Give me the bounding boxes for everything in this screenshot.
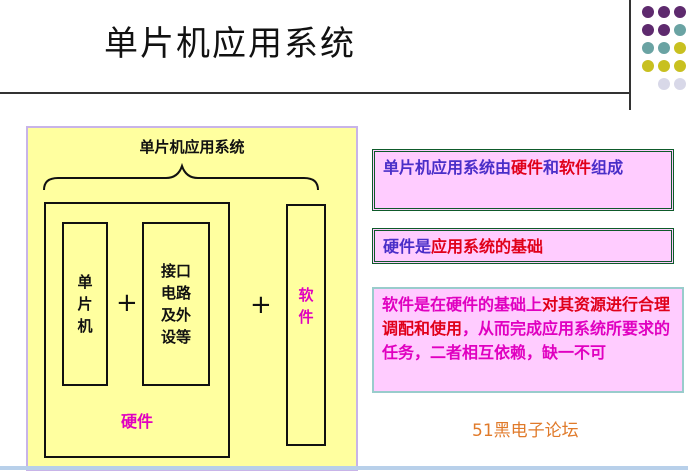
watermark: 51黑电子论坛 — [472, 421, 579, 441]
title-underline — [0, 92, 630, 94]
dot — [658, 42, 670, 54]
software-box: 软 件 — [286, 204, 326, 446]
note-text: 组成 — [591, 158, 624, 177]
plus-sign: + — [250, 290, 272, 320]
mcu-label: 单 片 机 — [77, 271, 92, 337]
note-text: 单片机应用系统由 — [383, 158, 512, 177]
dot — [658, 60, 670, 72]
interface-line: 电路 — [160, 284, 191, 302]
interface-line: 及外 — [160, 306, 191, 324]
note-text: 是 — [415, 237, 432, 256]
interface-line: 接口 — [160, 262, 191, 280]
dot — [674, 42, 686, 54]
note-text: ，从而完成应用系统所要求的任务，二者相互依赖，缺一不可 — [382, 319, 671, 362]
note-hardware: 硬件是应用系统的基础 — [372, 228, 674, 264]
dot — [642, 60, 654, 72]
slide-title: 单片机应用系统 — [104, 24, 356, 64]
dot — [642, 6, 654, 18]
dot — [642, 42, 654, 54]
header-divider — [629, 0, 631, 110]
note-highlight: 进行合理调配和使用 — [382, 295, 671, 338]
note-text: 硬件 — [383, 237, 416, 256]
note-highlight: 硬件 — [511, 158, 544, 177]
note-highlight: 软件 — [559, 158, 592, 177]
software-label: 软 件 — [288, 284, 324, 328]
note-software: 软件是在硬件的基础上对其资源进行合理调配和使用，从而完成应用系统所要求的任务，二… — [372, 287, 684, 393]
dot — [674, 78, 686, 90]
interface-label: 接口 电路 及外 设等 — [161, 260, 191, 348]
brace-icon — [43, 162, 319, 191]
dot — [658, 24, 670, 36]
note-highlight: 对其资源 — [542, 295, 607, 314]
system-panel: 单片机应用系统 单 片 机 + 接口 电路 及外 设等 硬件 + 软 件 — [26, 126, 358, 471]
decorative-dots — [640, 4, 688, 90]
software-char: 软 — [298, 286, 314, 304]
mcu-box: 单 片 机 — [62, 222, 108, 386]
hardware-label: 硬件 — [120, 412, 153, 431]
mcu-char: 单 — [77, 273, 93, 291]
panel-title: 单片机应用系统 — [139, 138, 245, 156]
interface-box: 接口 电路 及外 设等 — [142, 222, 210, 386]
plus-sign: + — [116, 288, 138, 318]
dot — [658, 78, 670, 90]
bottom-bar — [0, 466, 688, 470]
dot — [674, 6, 686, 18]
note-text: 是在硬件的基础上 — [414, 295, 543, 314]
mcu-char: 片 — [77, 295, 93, 313]
dot — [674, 24, 686, 36]
dot — [674, 60, 686, 72]
dot — [642, 24, 654, 36]
hardware-box: 单 片 机 + 接口 电路 及外 设等 硬件 — [44, 202, 230, 458]
interface-line: 设等 — [160, 328, 191, 346]
note-composition: 单片机应用系统由硬件和软件组成 — [372, 149, 674, 211]
note-text: 和 — [543, 158, 560, 177]
dot — [658, 6, 670, 18]
mcu-char: 机 — [77, 317, 93, 335]
note-text: 软件 — [382, 295, 415, 314]
software-char: 件 — [298, 308, 314, 326]
note-highlight: 应用系统的基础 — [431, 237, 544, 256]
